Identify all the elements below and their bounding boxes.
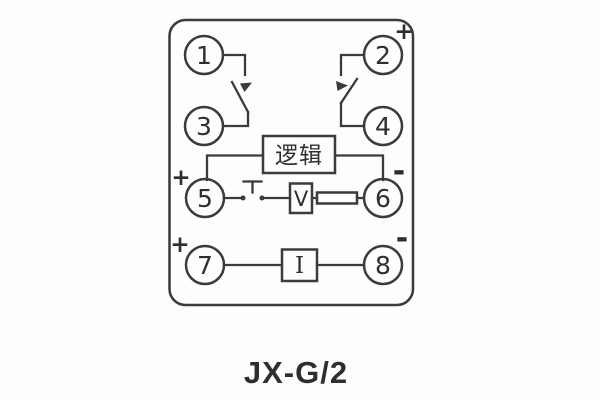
contact-switch-1-3 [221, 53, 252, 128]
relay-case-outline [168, 18, 415, 307]
wire-terminal1-fixed-contact [221, 53, 247, 77]
terminal-5-circle [184, 177, 226, 219]
wire-terminal4-moving-contact [339, 101, 366, 128]
terminal-6: 6 [362, 177, 404, 219]
terminal-1: 1 [183, 34, 225, 76]
polarity-plus-terminal2: + [394, 19, 413, 45]
terminal-5-label: 5 [197, 184, 213, 213]
terminal-3-label: 3 [196, 112, 212, 141]
terminal-1-label: 1 [196, 41, 212, 70]
measuring-circuit-5-6: V [222, 180, 366, 215]
terminal-3-circle [183, 105, 225, 147]
terminal-8-label: 8 [375, 251, 391, 280]
wire-logic-to-terminal6 [333, 154, 385, 182]
voltmeter-label: V [294, 187, 309, 211]
terminal-4-circle [362, 105, 404, 147]
button-contact-dot [240, 195, 246, 201]
polarity-plus-terminal7: + [170, 232, 189, 258]
contact-switch-2-4 [336, 53, 366, 128]
wire-logic-to-terminal5 [205, 154, 265, 182]
resistor-symbol [315, 191, 359, 205]
terminal-8: 8 [362, 244, 404, 286]
terminal-5: 5 [184, 177, 226, 219]
terminal-3: 3 [183, 105, 225, 147]
terminal-2: 2 [362, 34, 404, 76]
contact-blade-1-3 [230, 80, 250, 114]
terminal-4-label: 4 [375, 112, 391, 141]
polarity-minus-terminal6: - [393, 154, 405, 189]
logic-box [261, 134, 337, 175]
contact-motion-arrow-icon [336, 81, 348, 91]
contact-motion-arrow-icon [240, 82, 252, 92]
diagram-title: JX-G/2 [244, 355, 348, 390]
button-contact-dot [259, 195, 265, 201]
terminal-7: 7 [184, 244, 226, 286]
wire-terminal2-fixed-contact [339, 53, 366, 77]
terminal-2-label: 2 [375, 41, 391, 70]
current-circuit-7-8: I [222, 248, 366, 283]
terminal-6-circle [362, 177, 404, 219]
ammeter-label: I [295, 253, 304, 279]
terminal-1-circle [183, 34, 225, 76]
logic-block: 逻辑 [205, 134, 385, 182]
contact-blade-2-4 [339, 77, 359, 105]
wire-terminal3-moving-contact [221, 110, 250, 128]
logic-box-label: 逻辑 [275, 143, 323, 169]
terminal-4: 4 [362, 105, 404, 147]
terminal-2-circle [362, 34, 404, 76]
terminal-8-circle [362, 244, 404, 286]
terminal-6-label: 6 [375, 184, 391, 213]
terminal-7-label: 7 [197, 251, 213, 280]
pushbutton-symbol [240, 180, 265, 201]
polarity-plus-terminal5: + [171, 165, 190, 191]
terminal-7-circle [184, 244, 226, 286]
polarity-minus-terminal8: - [396, 221, 408, 256]
